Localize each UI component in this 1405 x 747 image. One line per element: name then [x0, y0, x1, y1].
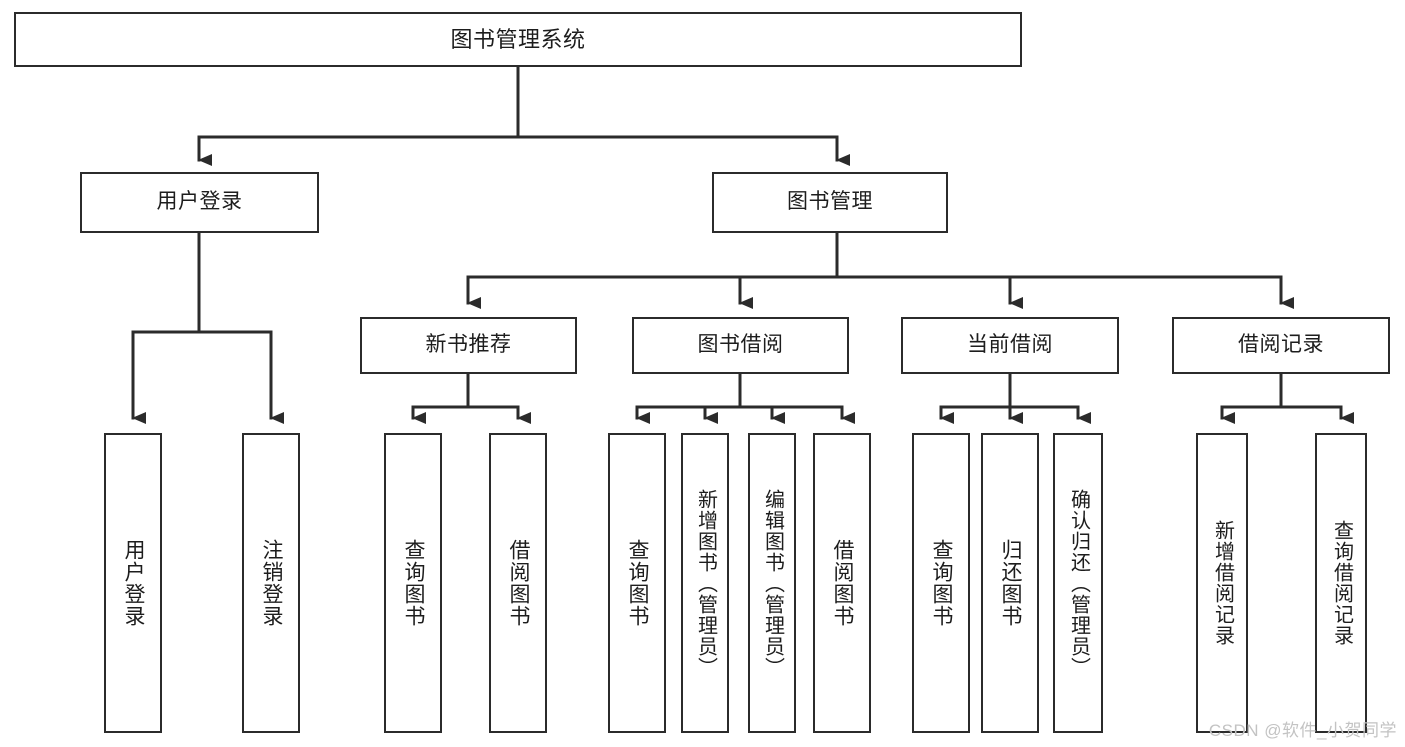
node-leaf-query-book-current-label: 查询图书 [930, 539, 954, 627]
node-leaf-query-borrow-record-label: 查询借阅记录 [1330, 520, 1353, 646]
node-leaf-logout-label: 注销登录 [260, 539, 284, 627]
node-leaf-edit-book-admin[interactable]: 编辑图书（管理员） [748, 433, 796, 733]
node-new-book-recommend-label: 新书推荐 [425, 333, 512, 357]
node-leaf-confirm-return-admin-label: 确认归还（管理员） [1067, 488, 1090, 678]
node-leaf-add-book-admin-label: 新增图书（管理员） [694, 488, 717, 678]
node-leaf-query-book-current[interactable]: 查询图书 [912, 433, 970, 733]
node-borrow-record-label: 借阅记录 [1238, 333, 1324, 357]
node-user-login-label: 用户登录 [156, 190, 243, 214]
node-new-book-recommend[interactable]: 新书推荐 [360, 317, 577, 374]
node-leaf-query-book-borrow[interactable]: 查询图书 [608, 433, 666, 733]
node-leaf-query-book-recommend-label: 查询图书 [402, 539, 426, 627]
node-book-management-label: 图书管理 [787, 190, 873, 214]
node-root-system-label: 图书管理系统 [450, 26, 586, 52]
node-leaf-query-borrow-record[interactable]: 查询借阅记录 [1315, 433, 1367, 733]
node-leaf-add-borrow-record-label: 新增借阅记录 [1211, 520, 1234, 646]
node-current-borrow[interactable]: 当前借阅 [901, 317, 1119, 374]
node-leaf-borrow-book[interactable]: 借阅图书 [813, 433, 871, 733]
node-book-borrow-label: 图书借阅 [697, 333, 784, 357]
node-leaf-borrow-book-recommend-label: 借阅图书 [507, 539, 531, 627]
node-leaf-user-login-label: 用户登录 [122, 539, 146, 627]
node-leaf-borrow-book-recommend[interactable]: 借阅图书 [489, 433, 547, 733]
node-leaf-confirm-return-admin[interactable]: 确认归还（管理员） [1053, 433, 1103, 733]
node-user-login[interactable]: 用户登录 [80, 172, 319, 233]
node-borrow-record[interactable]: 借阅记录 [1172, 317, 1390, 374]
node-root-system[interactable]: 图书管理系统 [14, 12, 1022, 67]
node-leaf-edit-book-admin-label: 编辑图书（管理员） [761, 488, 784, 678]
node-leaf-return-book[interactable]: 归还图书 [981, 433, 1039, 733]
node-leaf-add-book-admin[interactable]: 新增图书（管理员） [681, 433, 729, 733]
csdn-watermark: CSDN @软件_小贺同学 [1208, 721, 1397, 740]
node-leaf-add-borrow-record[interactable]: 新增借阅记录 [1196, 433, 1248, 733]
node-leaf-logout[interactable]: 注销登录 [242, 433, 300, 733]
node-current-borrow-label: 当前借阅 [967, 333, 1053, 357]
node-leaf-return-book-label: 归还图书 [999, 539, 1023, 627]
node-leaf-borrow-book-label: 借阅图书 [831, 539, 855, 627]
node-leaf-user-login[interactable]: 用户登录 [104, 433, 162, 733]
node-leaf-query-book-recommend[interactable]: 查询图书 [384, 433, 442, 733]
node-leaf-query-book-borrow-label: 查询图书 [626, 539, 650, 627]
node-book-borrow[interactable]: 图书借阅 [632, 317, 849, 374]
node-book-management[interactable]: 图书管理 [712, 172, 948, 233]
